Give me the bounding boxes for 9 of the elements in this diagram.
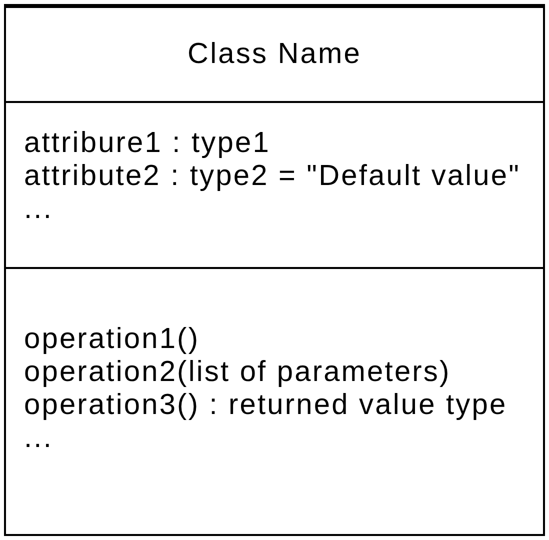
class-box	[4, 4, 545, 536]
operation-text: ...	[24, 422, 53, 455]
operation-text: operation2(list of parameters)	[24, 356, 451, 389]
attribute-text: attribute2 : type2 = "Default value"	[24, 160, 521, 193]
class-name: Class Name	[188, 38, 362, 71]
operation-text: operation1()	[24, 323, 200, 356]
attribute-text: attribure1 : type1	[24, 127, 270, 160]
operation-text: operation3() : returned value type	[24, 389, 508, 422]
attribute-text: ...	[24, 193, 53, 226]
